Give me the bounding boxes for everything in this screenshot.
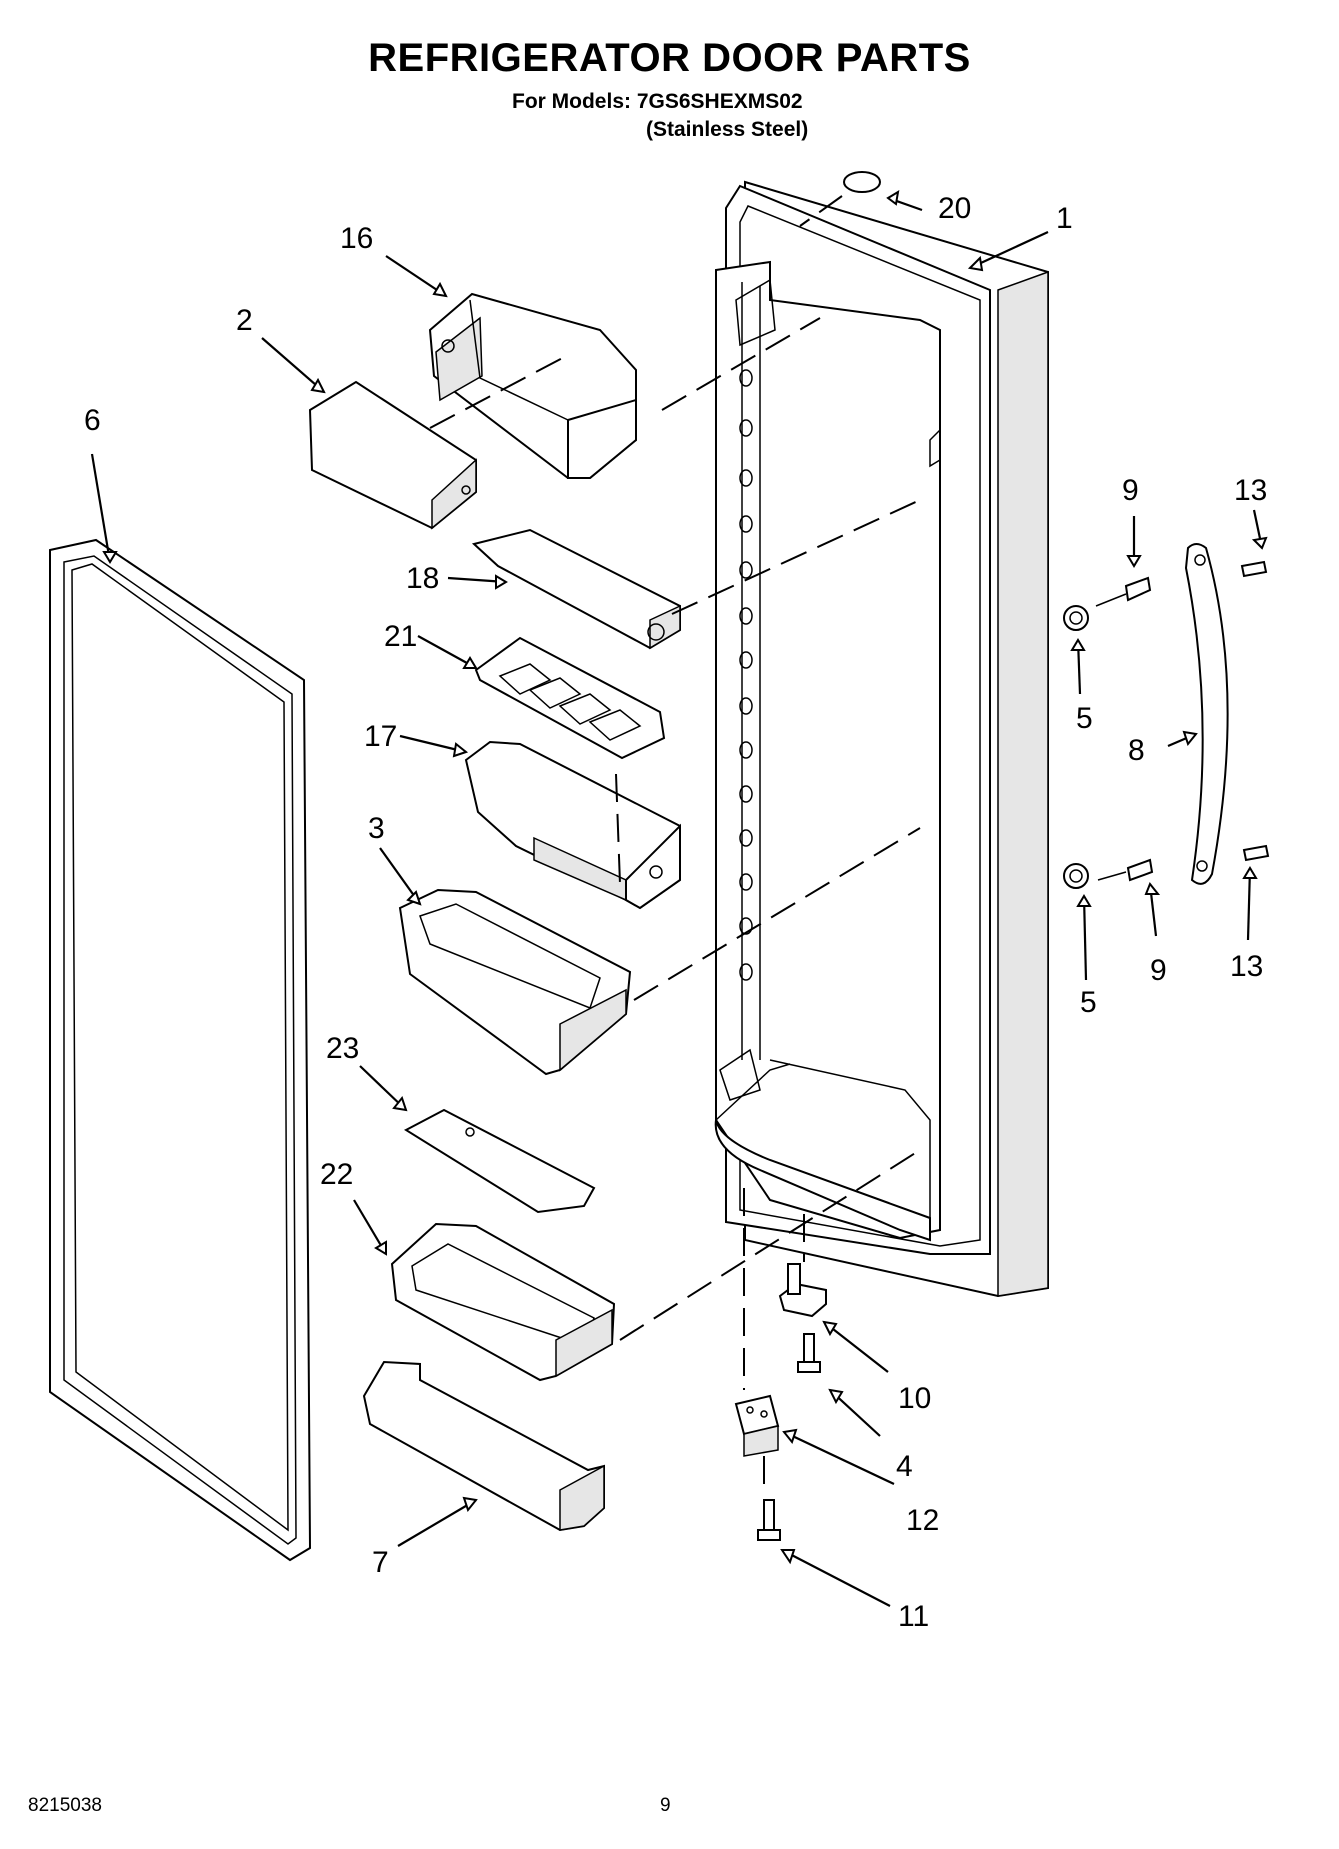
callout: 13 [1230, 950, 1263, 983]
bin-tray [403, 1108, 596, 1214]
callout-labels: 20 1 16 2 6 18 21 17 3 23 22 7 9 13 5 8 … [84, 192, 1267, 1633]
dairy-door [308, 380, 477, 530]
shelf-trim [471, 528, 681, 650]
finish-line: (Stainless Steel) [646, 118, 809, 141]
set-screw-upper [1240, 560, 1268, 578]
callout: 1 [1056, 202, 1073, 235]
callout: 10 [898, 1382, 931, 1415]
callout: 12 [906, 1504, 939, 1537]
models-line: For Models: 7GS6SHEXMS02 [512, 90, 803, 113]
callout: 9 [1150, 954, 1167, 987]
door-bin-upper [464, 740, 681, 910]
door-gasket [49, 538, 312, 1562]
egg-tray [474, 636, 666, 760]
callout: 16 [340, 222, 373, 255]
hinge-screw-lower [757, 1499, 781, 1541]
lower-shelf-rail [362, 1360, 605, 1532]
door-bin-middle [398, 888, 632, 1076]
door-assembly [714, 180, 1049, 1298]
hinge-screw-upper [797, 1333, 821, 1373]
callout: 9 [1122, 474, 1139, 507]
top-plug [843, 171, 881, 193]
hinge-pin [778, 1263, 827, 1318]
handle-mount-upper [1063, 576, 1152, 631]
callout: 22 [320, 1158, 353, 1191]
handle-mount-lower [1063, 858, 1154, 889]
assembly-lines [429, 195, 921, 1496]
callout: 5 [1080, 986, 1097, 1019]
set-screw-lower [1242, 844, 1270, 862]
callout: 4 [896, 1450, 913, 1483]
document-number: 8215038 [28, 1795, 102, 1816]
callout: 17 [364, 720, 397, 753]
callout: 3 [368, 812, 385, 845]
callout: 18 [406, 562, 439, 595]
page-number: 9 [660, 1795, 671, 1816]
callout: 5 [1076, 702, 1093, 735]
callout: 21 [384, 620, 417, 653]
leader-arrows [90, 190, 1268, 1607]
page-title: REFRIGERATOR DOOR PARTS [368, 36, 971, 80]
callout: 2 [236, 304, 253, 337]
hinge-bracket [734, 1394, 780, 1457]
callout: 6 [84, 404, 101, 437]
callout: 8 [1128, 734, 1145, 767]
callout: 23 [326, 1032, 359, 1065]
door-bin-lower [390, 1222, 616, 1382]
dairy-compartment [428, 292, 637, 479]
callout: 13 [1234, 474, 1267, 507]
callout: 7 [372, 1546, 389, 1579]
door-handle [1184, 543, 1229, 885]
callout: 20 [938, 192, 971, 225]
callout: 11 [898, 1600, 929, 1633]
